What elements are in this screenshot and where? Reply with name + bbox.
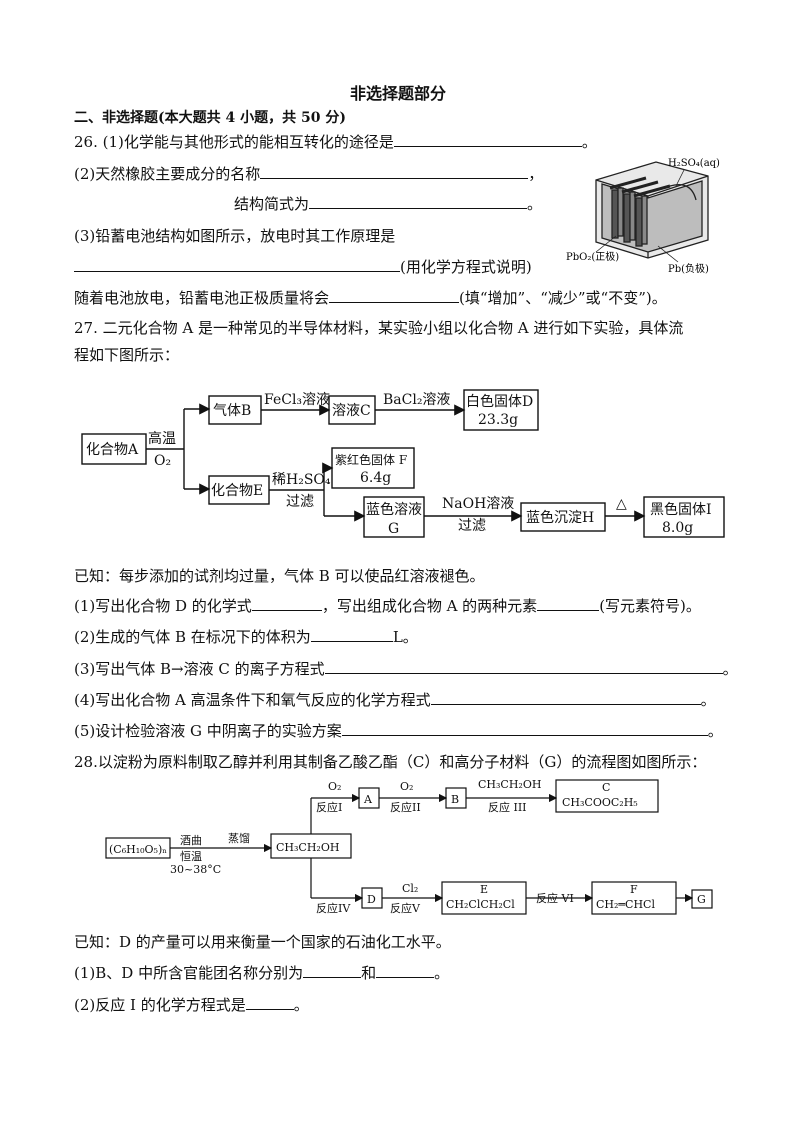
q27-known: 已知：每步添加的试剂均过量，气体 B 可以使品红溶液褪色。 (74, 567, 485, 585)
q26-line3: 结构简式为。 (234, 194, 543, 213)
q26-line6: 随着电池放电，铅蓄电池正极质量将会(填“增加”、“减少”或“不变”)。 (74, 288, 667, 307)
reaction1-label: 反应I (316, 800, 342, 814)
reaction6-label: 反应 VI (536, 891, 574, 905)
answer-blank[interactable] (74, 257, 400, 272)
q27-part3: (3)写出气体 B→溶液 C 的离子方程式。 (74, 659, 738, 678)
c-label: C (602, 781, 610, 794)
a-box: A (363, 793, 373, 806)
cl2-reagent: Cl₂ (402, 882, 418, 895)
reaction4-label: 反应IV (316, 901, 351, 915)
filter2-label: 过滤 (458, 518, 486, 534)
yeast-label: 酒曲 (180, 834, 202, 847)
temp-range-label: 30~38°C (170, 863, 221, 876)
q26-line5: (用化学方程式说明) (74, 257, 532, 277)
f-label: F (630, 883, 638, 896)
q27-line1: 27. 二元化合物 A 是一种常见的半导体材料，某实验小组以化合物 A 进行如下… (74, 319, 684, 337)
g-box: G (697, 893, 706, 906)
fig-pb-label: Pb(负极) (668, 262, 709, 275)
q27-part5: (5)设计检验溶液 G 中阴离子的实验方案。 (74, 721, 723, 740)
q27-line2: 程如下图所示： (74, 346, 180, 364)
mass-i: 8.0g (662, 520, 693, 536)
q28-known: 已知：D 的产量可以用来衡量一个国家的石油化工水平。 (74, 933, 451, 951)
answer-blank[interactable] (303, 963, 362, 978)
answer-blank[interactable] (309, 194, 528, 209)
e-label: E (480, 883, 488, 896)
white-solid-d-box: 白色固体D (466, 393, 533, 410)
q28-flow-diagram: (C₆H₁₀O₅)ₙ 酒曲 恒温 30~38°C 蒸馏 CH₃CH₂OH O₂ … (105, 778, 713, 915)
blue-precipitate-h-box: 蓝色沉淀H (526, 509, 594, 526)
ethanol-box: CH₃CH₂OH (276, 841, 339, 854)
ethanol-reagent: CH₃CH₂OH (478, 778, 541, 791)
compound-e-box: 化合物E (211, 483, 263, 499)
answer-blank[interactable] (251, 596, 322, 611)
high-temp-label: 高温 (148, 430, 176, 447)
reaction2-label: 反应II (390, 800, 421, 814)
solution-c-box: 溶液C (332, 403, 371, 419)
answer-blank[interactable] (430, 690, 701, 705)
answer-blank[interactable] (393, 132, 582, 147)
bacl2-label: BaCl₂溶液 (383, 392, 450, 408)
gas-b-box: 气体B (213, 403, 251, 419)
answer-blank[interactable] (245, 995, 294, 1010)
dilute-h2so4-label: 稀H₂SO₄ (272, 472, 331, 488)
q28-part1: (1)B、D 中所含官能团名称分别为和。 (74, 963, 450, 982)
reaction5-label: 反应V (390, 901, 421, 915)
constant-temp-label: 恒温 (180, 850, 202, 863)
answer-blank[interactable] (341, 721, 708, 736)
purple-red-solid-f-box: 紫红色固体 F (335, 452, 407, 467)
lead-acid-battery-figure: H₂SO₄(aq) PbO₂(正极) Pb(负极) (566, 158, 720, 275)
answer-blank[interactable] (324, 659, 723, 674)
b-box: B (451, 793, 459, 806)
reaction3-label: 反应 III (488, 800, 527, 814)
heat-symbol: △ (616, 496, 627, 512)
distill-label: 蒸馏 (228, 831, 250, 845)
answer-blank[interactable] (310, 627, 393, 642)
q27-part4: (4)写出化合物 A 高温条件下和氧气反应的化学方程式。 (74, 690, 716, 709)
starch-formula: (C₆H₁₀O₅)ₙ (109, 843, 167, 856)
q28-line1: 28.以淀粉为原料制取乙醇并利用其制备乙酸乙酯（C）和高分子材料（G）的流程图如… (74, 753, 707, 771)
filter1-label: 过滤 (286, 494, 314, 510)
fig-pbo2-label: PbO₂(正极) (566, 250, 619, 263)
e-formula: CH₂ClCH₂Cl (446, 898, 515, 911)
mass-f: 6.4g (360, 470, 391, 486)
q28-part2: (2)反应 I 的化学方程式是。 (74, 995, 309, 1014)
q26-line4: (3)铅蓄电池结构如图所示，放电时其工作原理是 (74, 227, 396, 245)
compound-a-box: 化合物A (86, 442, 139, 458)
blue-solution-box: 蓝色溶液 (366, 501, 422, 518)
q26-line1: 26. (1)化学能与其他形式的能相互转化的途径是。 (74, 132, 597, 151)
d-box: D (367, 893, 376, 906)
f-formula: CH₂═CHCl (596, 898, 655, 911)
q26-line2: (2)天然橡胶主要成分的名称， (74, 164, 544, 183)
page-title: 非选择题部分 (350, 84, 447, 103)
q27-flow-diagram: 化合物A 高温 O₂ 气体B FeCl₃溶液 溶液C BaCl₂溶液 白色固体D… (81, 389, 725, 538)
naoh-label: NaOH溶液 (442, 496, 514, 512)
o2-reagent-2: O₂ (400, 780, 413, 793)
o2-reagent-1: O₂ (328, 780, 341, 793)
answer-blank[interactable] (329, 288, 460, 303)
answer-blank[interactable] (376, 963, 435, 978)
blue-solution-g: G (388, 521, 399, 537)
answer-blank[interactable] (260, 164, 529, 179)
fig-h2so4-label: H₂SO₄(aq) (668, 158, 720, 169)
fecl3-label: FeCl₃溶液 (264, 392, 330, 408)
q27-part1: (1)写出化合物 D 的化学式，写出组成化合物 A 的两种元素(写元素符号)。 (74, 596, 701, 615)
answer-blank[interactable] (537, 596, 600, 611)
c-formula: CH₃COOC₂H₅ (562, 796, 638, 809)
mass-d: 23.3g (478, 412, 518, 428)
o2-label: O₂ (154, 453, 171, 469)
black-solid-i-box: 黑色固体I (650, 501, 712, 518)
section-heading: 二、非选择题(本大题共 4 小题，共 50 分) (74, 110, 346, 126)
